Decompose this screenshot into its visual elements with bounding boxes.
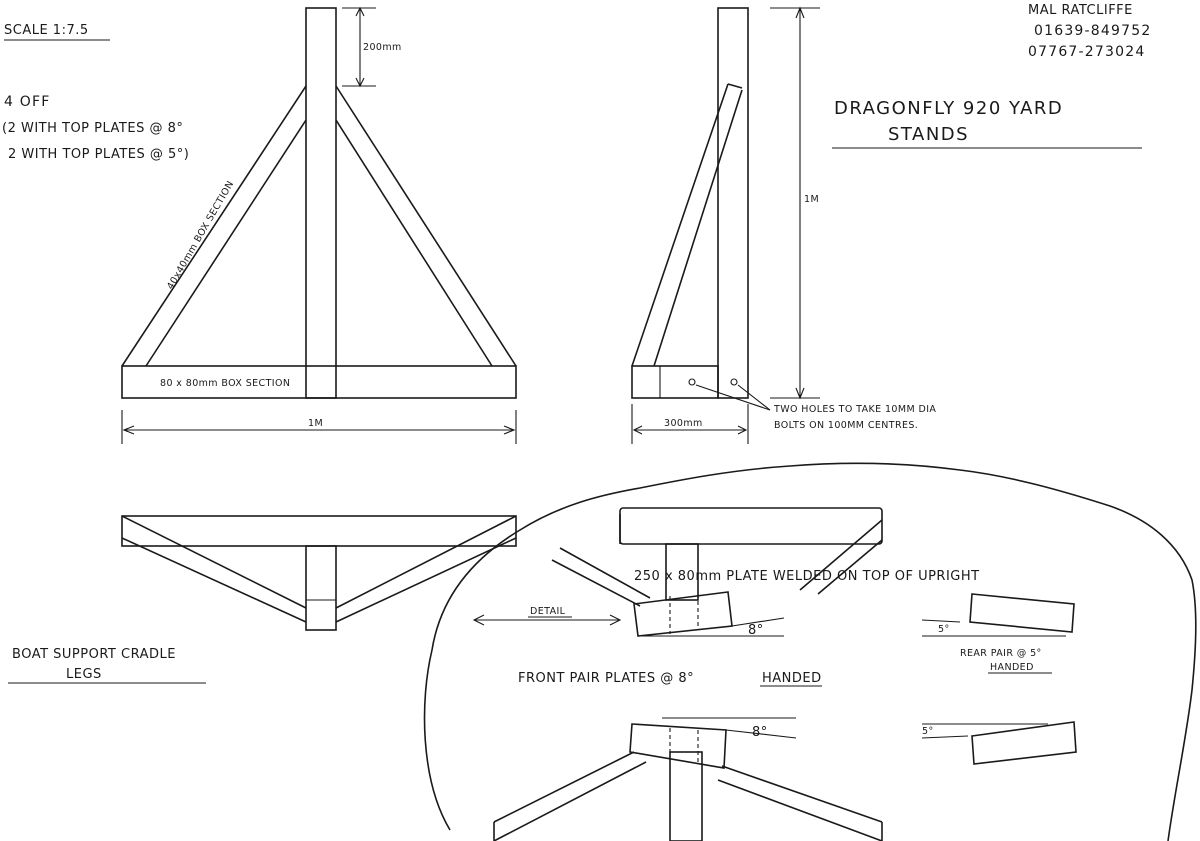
angle-8-label-plan: 8° (752, 725, 768, 740)
phone-1: 01639-849752 (1034, 23, 1151, 39)
detail-plan-view: 8° 5° (493, 717, 1077, 841)
brace-section-label: 40x40mm BOX SECTION (165, 179, 236, 291)
top-plate-5deg (969, 593, 1075, 633)
angle-5-label-plan: 5° (922, 726, 934, 737)
base-section-label: 80 x 80mm BOX SECTION (160, 378, 290, 389)
plan-caption-line-1: BOAT SUPPORT CRADLE (12, 647, 176, 662)
plan-view: BOAT SUPPORT CRADLE LEGS (8, 515, 517, 684)
dim-300mm: 300mm (664, 418, 703, 429)
contact-name: MAL RATCLIFFE (1028, 3, 1133, 18)
phone-2: 07767-273024 (1028, 44, 1145, 60)
dim-200mm: 200mm (363, 42, 402, 53)
bolt-holes-note-1: TWO HOLES TO TAKE 10MM DIA (773, 404, 936, 415)
bolt-holes-note-2: BOLTS ON 100MM CENTRES. (774, 420, 918, 431)
bolt-hole (688, 378, 696, 386)
dim-height-1m: 1M (804, 194, 819, 205)
dim-width-1m: 1M (308, 418, 323, 429)
detail-rear-plate: 5° REAR PAIR @ 5° HANDED (921, 593, 1075, 674)
angle-5-label: 5° (938, 624, 950, 635)
quantity-label: 4 OFF (4, 94, 50, 110)
bolt-hole (730, 378, 738, 386)
plate-weld-note: 250 x 80mm PLATE WELDED ON TOP OF UPRIGH… (634, 569, 980, 584)
detail-front-elevation: 8° 250 x 80mm PLATE WELDED ON TOP OF UPR… (472, 507, 980, 638)
quantity-note-2: 2 WITH TOP PLATES @ 5°) (8, 147, 189, 162)
drawing-title-line-1: DRAGONFLY 920 YARD (834, 98, 1063, 119)
drawing-title-line-2: STANDS (888, 124, 969, 145)
quantity-note-1: (2 WITH TOP PLATES @ 8° (2, 121, 183, 136)
scale-label: SCALE 1:7.5 (4, 23, 89, 38)
front-handed-label: HANDED (762, 671, 822, 686)
front-pair-note: FRONT PAIR PLATES @ 8° (518, 671, 694, 686)
top-plate-8deg (633, 591, 733, 637)
angle-8-label: 8° (748, 623, 764, 638)
detail-cloud (423, 462, 1197, 841)
plan-caption-line-2: LEGS (66, 667, 102, 682)
rear-handed-label: HANDED (990, 662, 1034, 673)
side-elevation: 1M 300mm TWO HOLES TO TAKE 10MM DIA BOLT… (631, 6, 936, 444)
front-elevation: 200mm 40x40mm BOX SECTION 80 x 80mm BOX … (121, 6, 517, 444)
detail-label: DETAIL (530, 606, 566, 617)
rear-pair-note: REAR PAIR @ 5° (960, 648, 1042, 659)
